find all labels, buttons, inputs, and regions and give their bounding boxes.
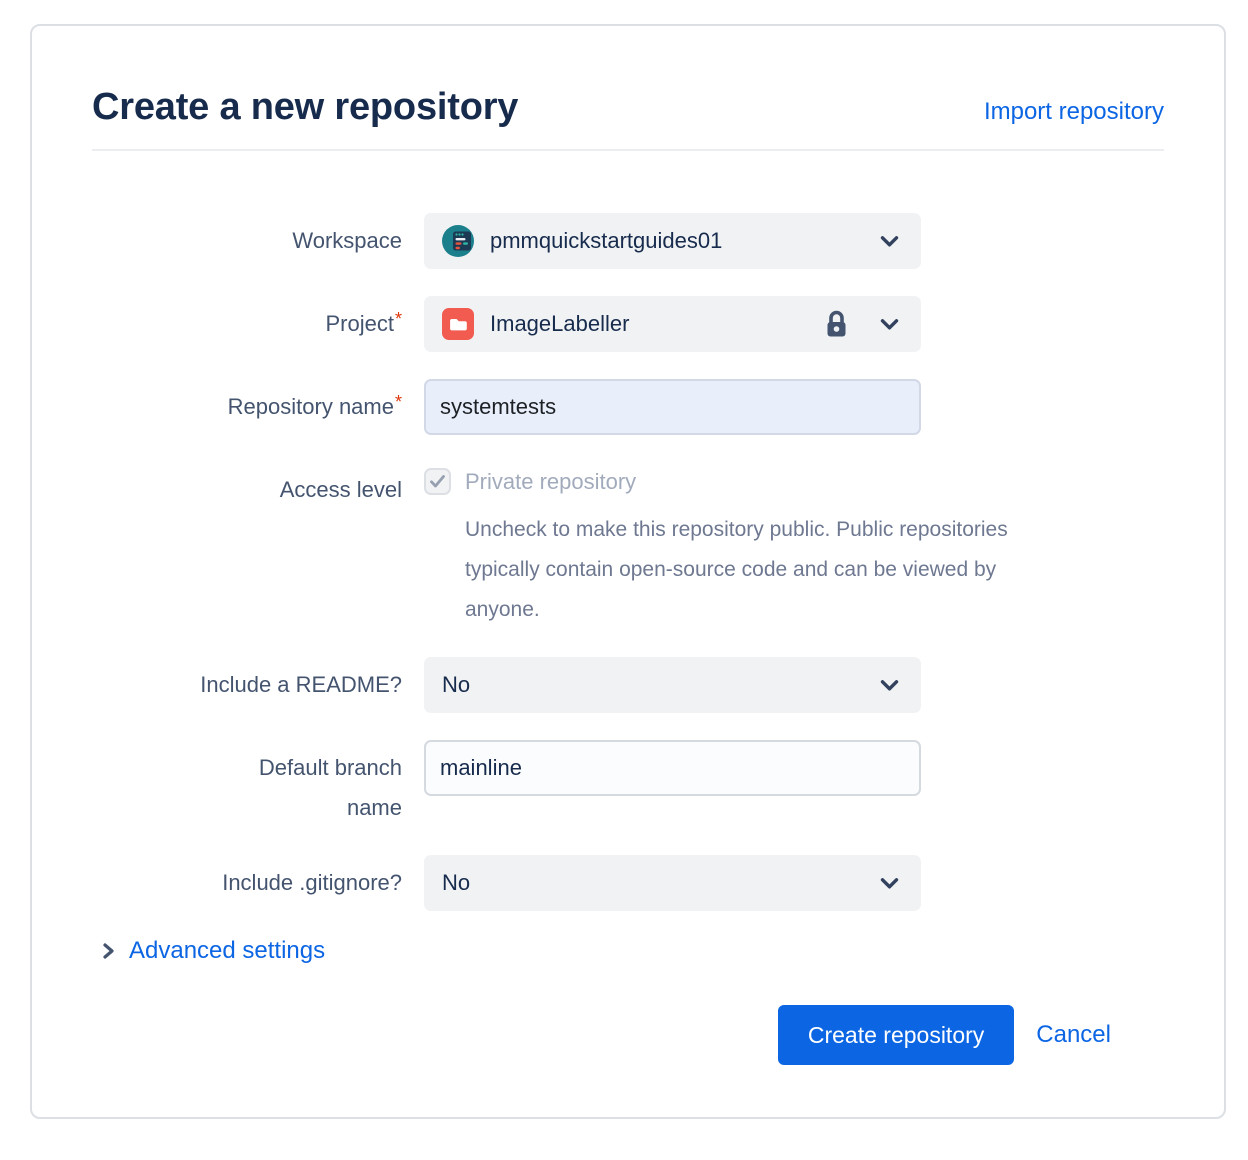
lock-icon (823, 309, 850, 340)
chevron-down-icon (880, 877, 899, 890)
chevron-down-icon (880, 235, 899, 248)
required-asterisk: * (394, 392, 402, 412)
include-readme-label: Include a README? (200, 672, 402, 697)
chevron-down-icon (880, 679, 899, 692)
create-repository-form: Workspace (92, 213, 1164, 1065)
header-divider (92, 149, 1164, 151)
access-level-help-text: Uncheck to make this repository public. … (465, 518, 1008, 621)
default-branch-label: Default branch name (258, 755, 402, 820)
default-branch-input[interactable] (424, 740, 921, 796)
chevron-right-icon (102, 941, 115, 961)
default-branch-row: Default branch name (92, 740, 1164, 828)
workspace-avatar-icon (442, 225, 474, 257)
private-repository-label: Private repository (465, 468, 637, 494)
chevron-down-icon (880, 318, 899, 331)
advanced-settings-toggle[interactable]: Advanced settings (102, 937, 325, 965)
create-repository-dialog: Create a new repository Import repositor… (30, 24, 1226, 1119)
create-repository-button[interactable]: Create repository (777, 1005, 1015, 1065)
private-repository-checkbox[interactable] (424, 468, 451, 495)
include-gitignore-value: No (442, 870, 471, 895)
access-level-row: Access level Private repository Uncheck … (92, 462, 1164, 630)
include-gitignore-select[interactable]: No (424, 855, 921, 911)
dialog-header: Create a new repository Import repositor… (92, 84, 1164, 130)
include-readme-select[interactable]: No (424, 657, 921, 713)
project-select[interactable]: ImageLabeller (424, 296, 921, 352)
project-folder-icon (442, 308, 474, 340)
check-icon (430, 475, 445, 488)
access-level-label: Access level (279, 477, 402, 502)
include-gitignore-label: Include .gitignore? (222, 870, 402, 895)
cancel-button[interactable]: Cancel (1036, 1021, 1111, 1048)
page-title: Create a new repository (92, 86, 519, 128)
required-asterisk: * (394, 309, 402, 329)
project-row: Project* ImageLabeller (92, 296, 1164, 352)
repository-name-row: Repository name* (92, 379, 1164, 435)
include-readme-value: No (442, 672, 471, 697)
advanced-settings-label: Advanced settings (129, 937, 326, 964)
workspace-row: Workspace (92, 213, 1164, 269)
import-repository-link[interactable]: Import repository (983, 98, 1164, 125)
project-label: Project* (325, 309, 403, 336)
workspace-select[interactable]: pmmquickstartguides01 (424, 213, 921, 269)
repository-name-label: Repository name* (227, 392, 402, 419)
workspace-label: Workspace (292, 228, 402, 253)
workspace-value: pmmquickstartguides01 (490, 228, 723, 253)
dialog-footer: Create repository Cancel (92, 1005, 1164, 1065)
project-value: ImageLabeller (490, 311, 630, 336)
include-gitignore-row: Include .gitignore? No (92, 855, 1164, 911)
repository-name-input[interactable] (424, 379, 921, 435)
include-readme-row: Include a README? No (92, 657, 1164, 713)
